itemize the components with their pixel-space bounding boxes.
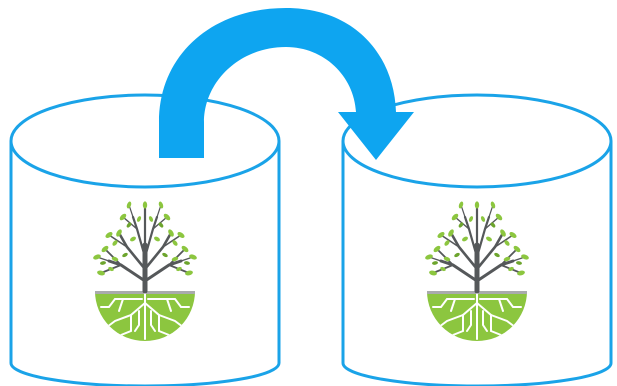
source-cylinder [11,95,279,386]
copy-arrow [159,8,414,160]
source-cylinder-top [11,95,279,187]
